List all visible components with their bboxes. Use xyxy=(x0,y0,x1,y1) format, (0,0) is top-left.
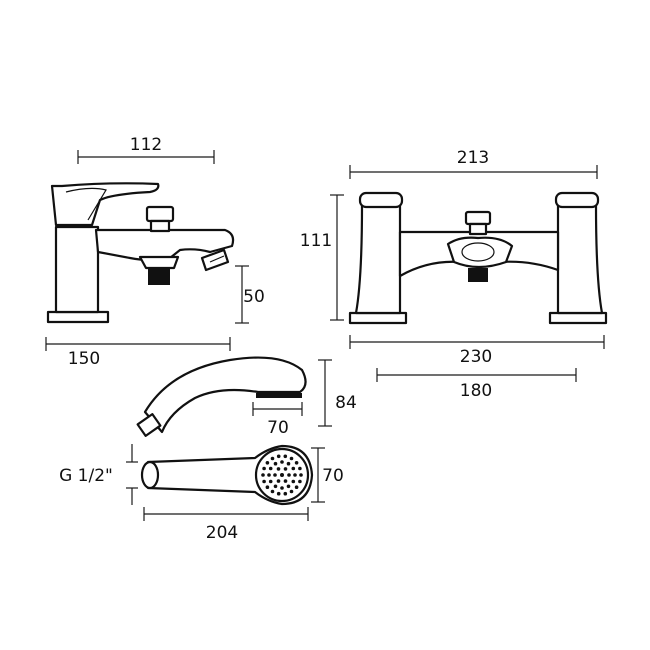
spray-hole xyxy=(283,491,288,496)
spray-hole xyxy=(265,485,270,490)
spray-hole xyxy=(261,473,265,477)
spray-holes xyxy=(261,454,303,496)
dim-230: 230 xyxy=(460,347,492,367)
side-view-tap xyxy=(46,182,235,324)
spray-hole xyxy=(286,461,291,466)
spray-hole xyxy=(265,461,270,465)
handset-side-view xyxy=(136,356,307,437)
spray-hole xyxy=(268,466,273,471)
spray-hole xyxy=(283,467,288,471)
dim-84: 84 xyxy=(335,393,357,413)
spray-hole xyxy=(283,454,288,459)
spray-hole xyxy=(273,461,278,466)
dim-150: 150 xyxy=(68,349,100,369)
spray-hole xyxy=(273,484,278,489)
spray-hole xyxy=(299,473,303,477)
spray-hole xyxy=(289,489,294,494)
dim-180: 180 xyxy=(460,381,492,401)
dim-50: 50 xyxy=(243,287,265,307)
dimension-labels: 112 150 50 213 111 230 180 84 70 G 1/2" … xyxy=(59,135,492,543)
spray-hole xyxy=(289,456,294,461)
spray-hole xyxy=(262,479,266,484)
dim-thread: G 1/2" xyxy=(59,466,113,486)
spray-hole xyxy=(276,491,281,496)
spray-hole xyxy=(276,467,281,471)
spray-hole xyxy=(268,479,273,484)
spray-hole xyxy=(280,486,284,490)
front-view-tap xyxy=(348,191,608,325)
spray-hole xyxy=(270,489,275,494)
spray-hole xyxy=(262,466,266,471)
spray-hole xyxy=(270,456,275,461)
spray-hole xyxy=(273,473,277,477)
spray-hole xyxy=(286,484,291,489)
spray-hole xyxy=(287,473,291,477)
spray-hole xyxy=(280,473,284,477)
spray-hole xyxy=(283,479,288,483)
spray-hole xyxy=(298,479,302,484)
dim-213: 213 xyxy=(457,148,489,168)
spray-hole xyxy=(291,466,296,471)
spray-hole xyxy=(267,473,271,477)
dimension-lines xyxy=(45,150,605,521)
dim-204: 204 xyxy=(206,523,238,543)
spray-hole xyxy=(294,461,299,465)
spray-hole xyxy=(276,454,281,459)
spray-hole xyxy=(298,466,302,471)
spray-hole xyxy=(293,473,297,477)
dim-70-depth: 70 xyxy=(267,418,289,438)
spray-hole xyxy=(280,460,284,464)
handset-top-view xyxy=(140,444,314,506)
spray-hole xyxy=(294,485,299,490)
dim-112: 112 xyxy=(130,135,162,155)
spray-hole xyxy=(291,479,296,484)
dim-70-diameter: 70 xyxy=(322,466,344,486)
dim-111: 111 xyxy=(300,231,332,251)
spray-hole xyxy=(276,479,281,483)
